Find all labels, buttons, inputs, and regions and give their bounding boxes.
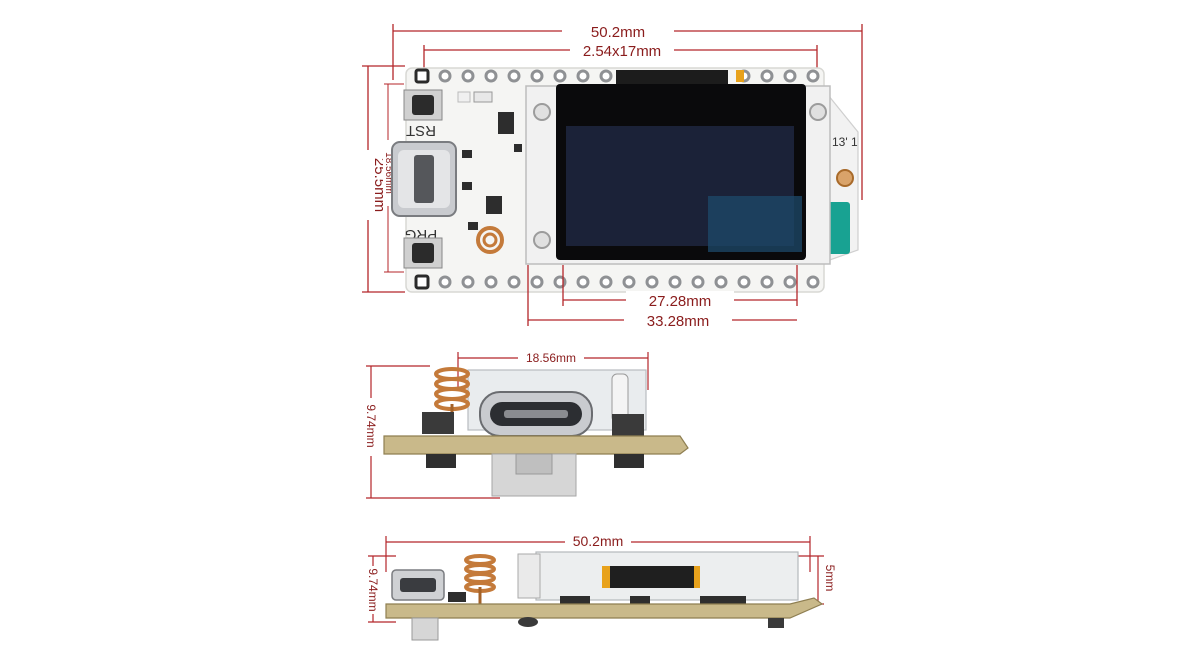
side-bottom-part-right <box>614 454 644 468</box>
front-height-label: 9.74mm <box>366 568 380 611</box>
oled-module-width-label: 33.28mm <box>647 313 710 330</box>
antenna-silk-label: 13' 1 <box>832 135 858 149</box>
oled-ribbon <box>616 70 728 84</box>
side-width-label: 18.56mm <box>526 351 576 365</box>
pin-pitch-label: 2.54x17mm <box>583 43 661 60</box>
led-resistor <box>473 91 493 103</box>
side-pcb-edge <box>383 435 689 455</box>
rst-silk-label: RST <box>406 122 436 139</box>
usb-spacing-label: 18.56mm <box>383 152 394 194</box>
usb-c-port <box>391 141 457 217</box>
oled-width-label: 27.28mm <box>649 293 712 310</box>
front-pcb-edge <box>385 597 824 619</box>
side-antenna-coil <box>434 367 470 426</box>
smd-components <box>462 112 522 230</box>
front-antenna-coil <box>464 554 496 604</box>
front-oled-panel <box>610 566 694 588</box>
top-view: 50.2mm 2.54x17mm 25.5mm 18.56mm 13' 1 <box>356 22 863 330</box>
prg-button <box>403 237 443 269</box>
front-view: 50.2mm 9.74mm 5mm <box>364 532 837 641</box>
front-width-label: 50.2mm <box>573 533 624 549</box>
front-components <box>448 592 746 604</box>
side-usb-c <box>479 391 593 437</box>
front-bottom-connector <box>411 617 439 641</box>
antenna-coil-top <box>476 226 504 254</box>
top-pin-row <box>414 68 820 84</box>
side-button-left <box>422 412 454 434</box>
side-height-label: 9.74mm <box>364 404 378 447</box>
front-bottom-part <box>518 617 538 627</box>
screen-height-label: 5mm <box>823 565 837 592</box>
side-bottom-part-left <box>426 454 456 468</box>
top-pin-marker-2 <box>736 70 744 82</box>
side-view: 18.56mm 9.74mm <box>362 350 689 499</box>
oled-glare <box>708 196 802 252</box>
front-connector <box>517 553 541 599</box>
rst-button <box>403 89 443 121</box>
led-white <box>457 91 471 103</box>
overall-width-label: 50.2mm <box>591 24 645 41</box>
antenna-connector <box>836 169 854 187</box>
oled-module <box>525 70 831 265</box>
side-button-right <box>612 414 644 436</box>
